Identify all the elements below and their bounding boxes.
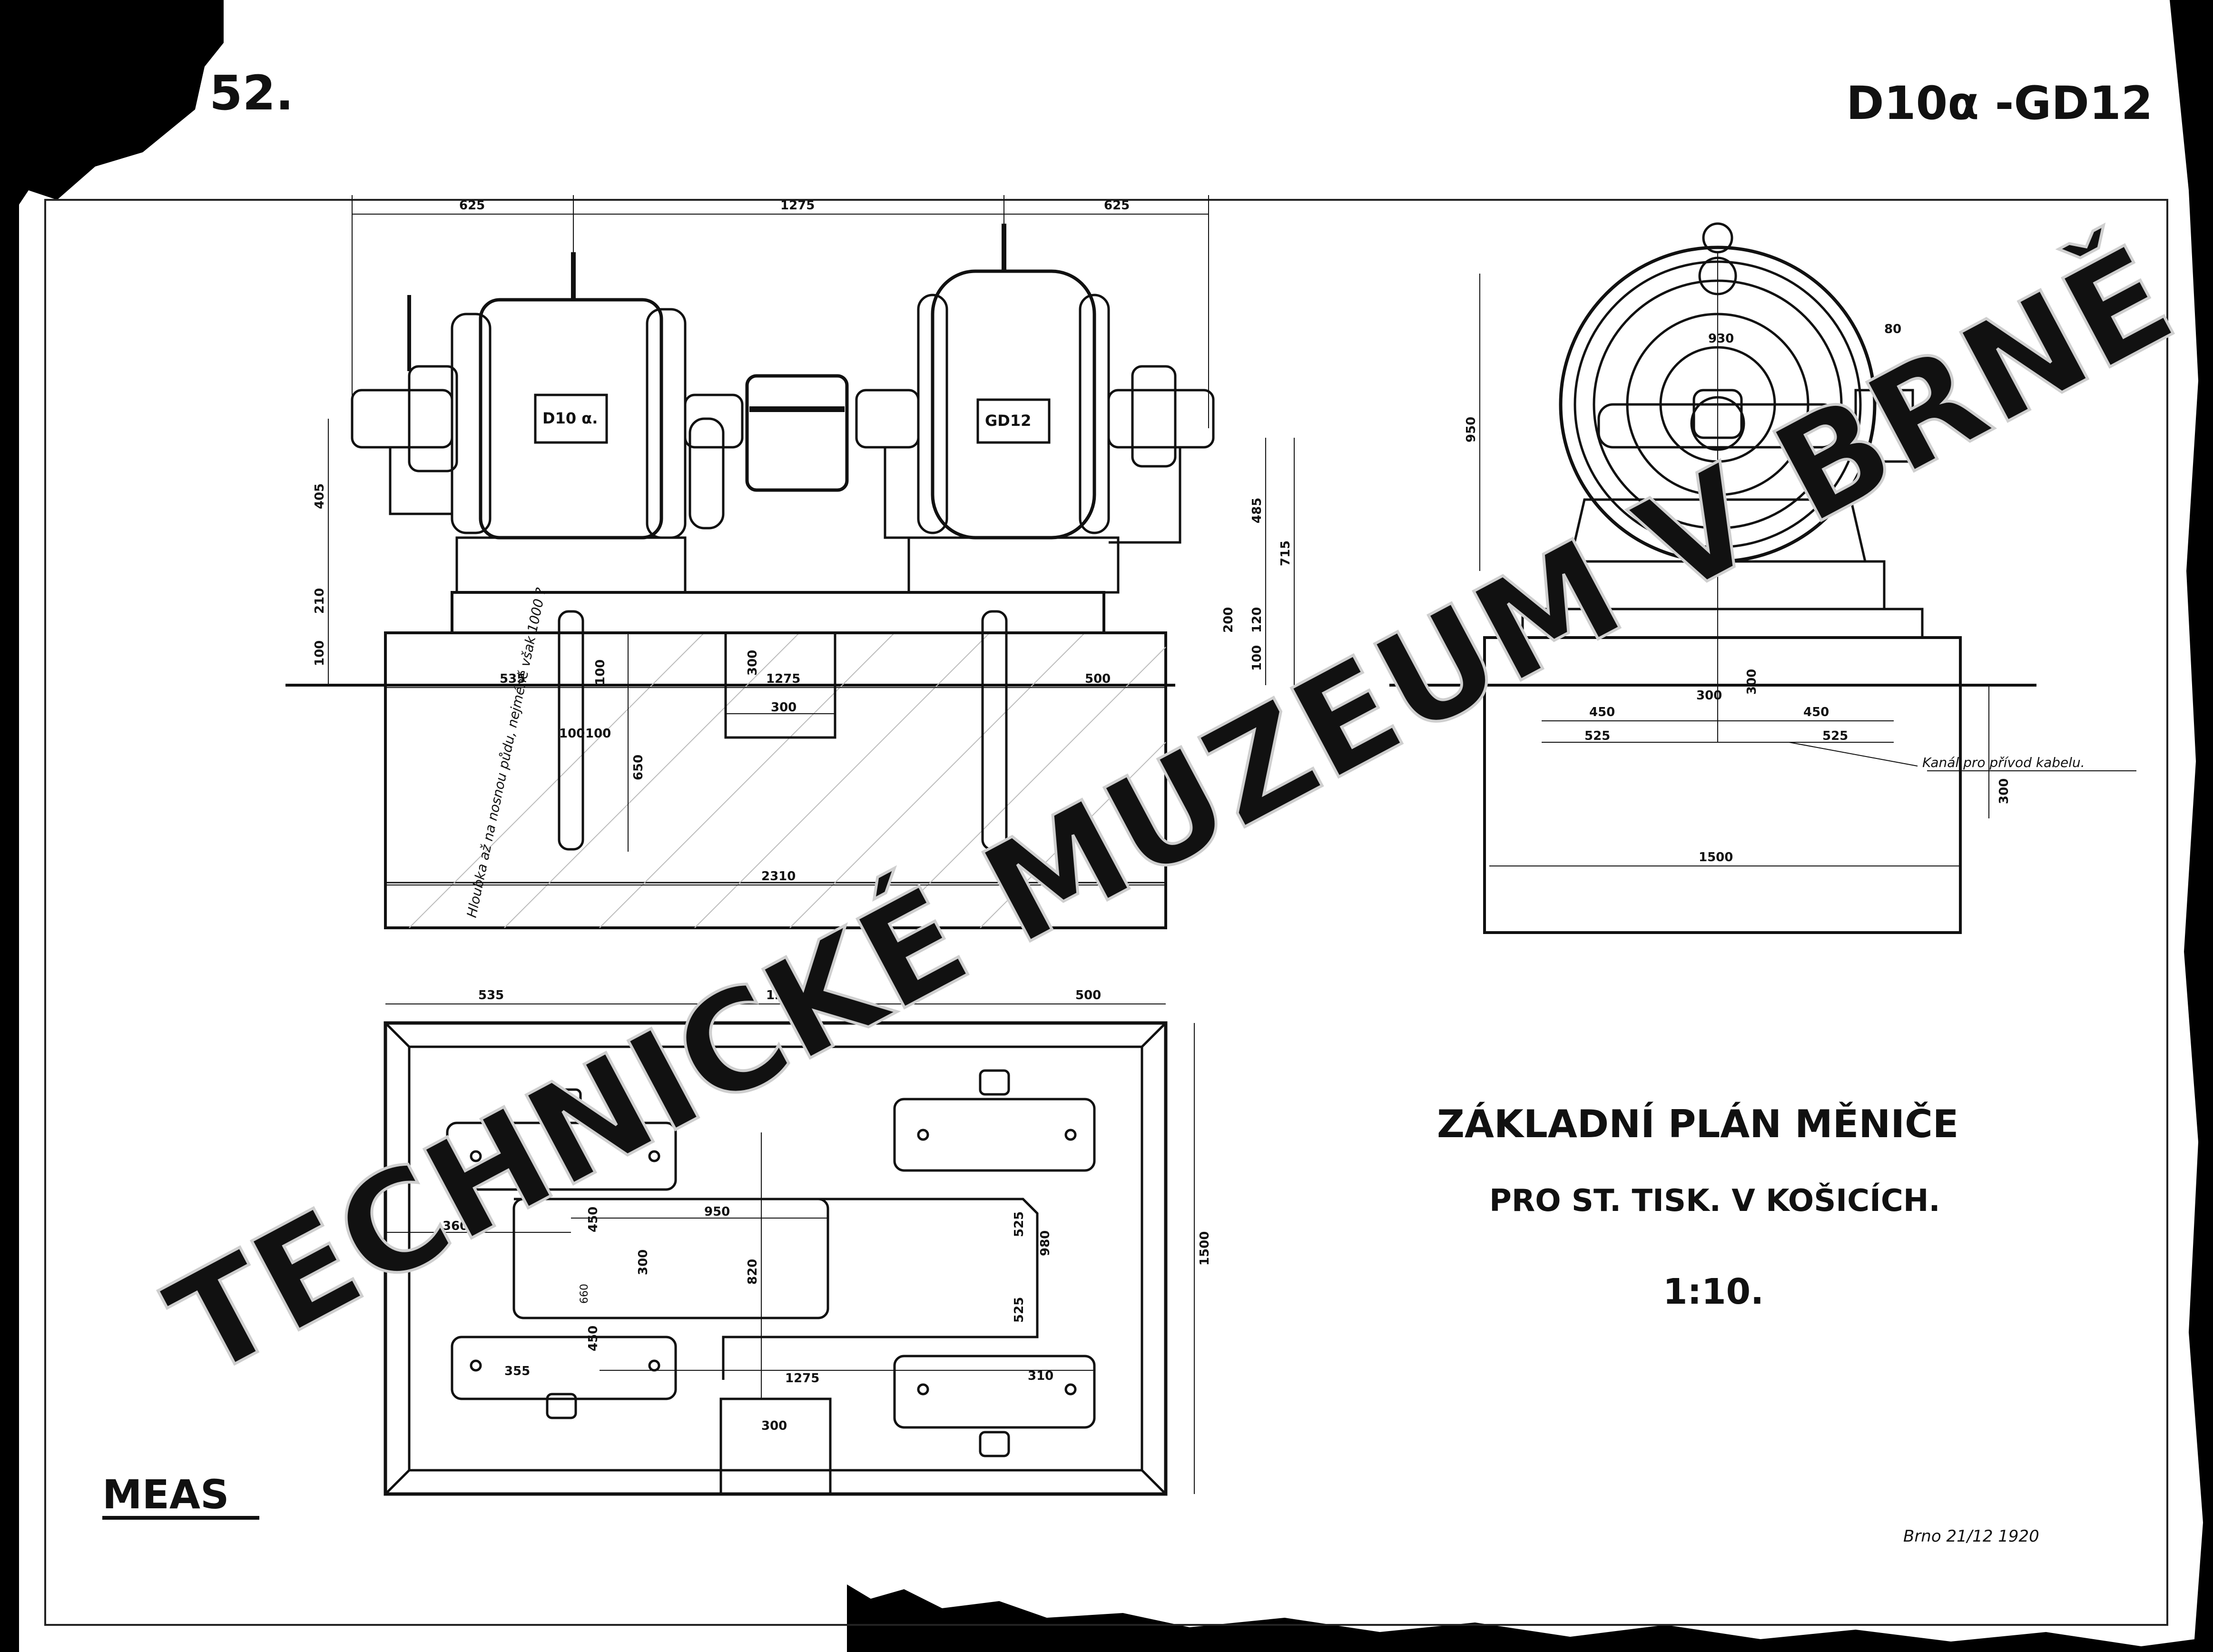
plan-dim-820: 820 xyxy=(746,1259,760,1285)
plan-dim-300-v: 300 xyxy=(636,1249,650,1275)
dim-top-right: 625 xyxy=(1104,198,1130,213)
end-dim-center-300: 300 xyxy=(1696,688,1722,703)
footer: MEAS Brno 21/12 1920 xyxy=(102,1471,2039,1546)
plan-dim-950: 950 xyxy=(704,1205,730,1219)
dim-right-height-3: 200 xyxy=(1221,607,1236,633)
maker-name: MEAS xyxy=(102,1471,229,1518)
dim-right-height-5: 100 xyxy=(1250,645,1264,671)
dim-left-height-2: 210 xyxy=(313,588,327,614)
end-dim-height: 950 xyxy=(1464,417,1478,442)
dim-right-height-2: 715 xyxy=(1279,541,1293,566)
dim-left-height-1: 405 xyxy=(313,483,327,509)
foundation-hatching xyxy=(409,632,1166,928)
dim-foundation-4: 300 xyxy=(746,650,760,676)
machine-left-label: D10 α. xyxy=(542,409,598,427)
plan-dim-right: 1500 xyxy=(1198,1231,1212,1266)
dim-foundation-10: 2310 xyxy=(761,869,796,884)
sheet-code: D10α -GD12 xyxy=(1846,77,2153,130)
end-dim-channel-300: 300 xyxy=(1997,778,2011,804)
sheet-header: 52. D10α -GD12 xyxy=(209,65,2153,130)
dim-foundation-5: 300 xyxy=(771,700,797,715)
plan-dim-top-left: 535 xyxy=(478,988,504,1003)
plan-dim-980: 980 xyxy=(1038,1230,1052,1256)
machine-right-label: GD12 xyxy=(985,412,1031,430)
dim-foundation-2: 1275 xyxy=(766,672,800,686)
end-dim-right-525: 525 xyxy=(1822,729,1848,743)
dim-foundation-7: 100 xyxy=(585,727,611,741)
end-view-dimension-labels: 950 930 80 450 300 450 525 525 300 300 1… xyxy=(1464,322,2085,865)
plan-dim-450-bottom: 450 xyxy=(586,1326,600,1351)
dim-foundation-8: 100 xyxy=(593,659,608,685)
title-scale: 1:10. xyxy=(1663,1271,1764,1312)
plan-dim-525-top: 525 xyxy=(1012,1211,1026,1237)
end-dim-base-width: 1500 xyxy=(1699,850,1733,865)
title-line-2: PRO ST. TISK. V KOŠICÍCH. xyxy=(1489,1182,1940,1219)
side-view-dimensions xyxy=(328,195,1295,885)
plan-dim-450-top: 450 xyxy=(586,1207,600,1232)
dim-right-height-4: 120 xyxy=(1250,607,1264,633)
end-dim-width: 930 xyxy=(1708,332,1734,346)
end-dim-vertical-300: 300 xyxy=(1745,669,1759,695)
plan-dim-300-h: 300 xyxy=(761,1419,787,1433)
plan-view-dimension-labels: 535 1275 500 1500 360 450 950 300 820 52… xyxy=(443,988,1212,1433)
plan-view xyxy=(384,1021,1168,1496)
plan-dim-310: 310 xyxy=(1028,1369,1053,1383)
end-dim-left-525: 525 xyxy=(1584,729,1610,743)
cable-channel-note: Kanál pro přívod kabelu. xyxy=(1922,755,2085,770)
signature: Brno 21/12 1920 xyxy=(1903,1527,2039,1546)
dim-right-height-1: 485 xyxy=(1250,498,1264,523)
plan-dim-525-bottom: 525 xyxy=(1012,1297,1026,1323)
dim-foundation-6: 100 xyxy=(559,727,585,741)
title-line-1: ZÁKLADNÍ PLÁN MĚNIČE xyxy=(1437,1101,1958,1146)
plan-dim-660: 660 xyxy=(579,1284,590,1304)
coupling xyxy=(745,374,849,492)
end-view-dimensions xyxy=(1479,252,2136,866)
dim-top-left: 625 xyxy=(459,198,485,213)
dim-top-middle: 1275 xyxy=(780,198,815,213)
dim-foundation-1: 535 xyxy=(500,672,525,686)
end-dim-left-450: 450 xyxy=(1589,705,1615,719)
plan-dim-360: 360 xyxy=(443,1219,468,1233)
sheet-number: 52. xyxy=(209,65,294,121)
plan-view-dimensions xyxy=(385,1003,1195,1494)
plan-dim-1275: 1275 xyxy=(785,1371,819,1386)
plan-dim-top-middle: 1275 xyxy=(766,988,800,1003)
end-dim-box: 80 xyxy=(1884,322,1901,336)
title-block: ZÁKLADNÍ PLÁN MĚNIČE PRO ST. TISK. V KOŠ… xyxy=(1437,1101,1958,1312)
plan-dim-355: 355 xyxy=(504,1364,530,1378)
plan-dim-top-right: 500 xyxy=(1075,988,1101,1003)
side-view xyxy=(285,224,1215,929)
dim-foundation-9: 650 xyxy=(631,755,646,780)
dim-foundation-3: 500 xyxy=(1085,672,1111,686)
dim-left-height-3: 100 xyxy=(313,640,327,666)
end-dim-right-450: 450 xyxy=(1803,705,1829,719)
